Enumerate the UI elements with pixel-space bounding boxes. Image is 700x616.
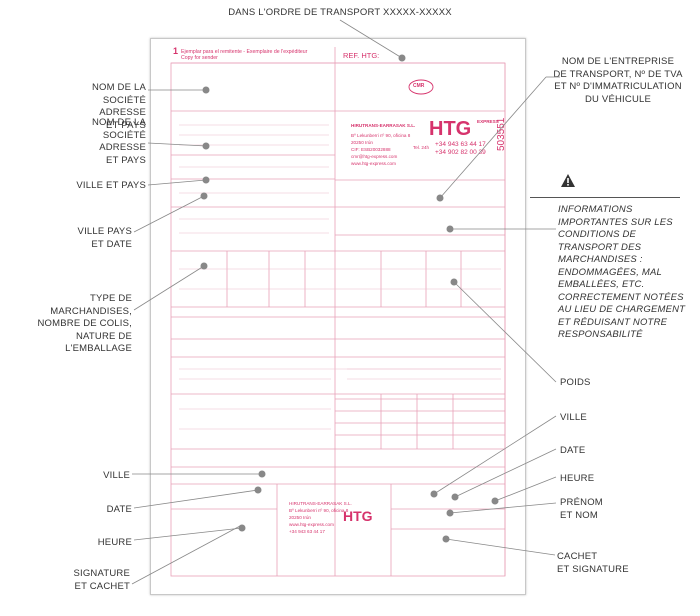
callout-city-right: VILLE — [560, 412, 587, 423]
copy-number: 1 — [173, 46, 179, 56]
warning-divider — [530, 197, 680, 198]
warning-triangle-icon — [561, 174, 575, 187]
callout-sender: NOM DE LA SOCIÉTÉ ADRESSE ET PAYS — [91, 82, 146, 131]
callout-warning: INFORMATIONS IMPORTANTES SUR LES CONDITI… — [558, 204, 686, 340]
cmr-document: 1 Ejemplar para el remitente - Exemplair… — [150, 38, 526, 595]
phone-bottom: +34 943 63 44 17 — [289, 529, 325, 534]
callout-city-country-date: VILLE PAYS ET DATE — [77, 226, 132, 250]
company-name: HIRUTRANS-EARRASAK S.L. — [351, 123, 416, 128]
callout-hour-right: HEURE — [560, 473, 595, 484]
phone-1: +34 943 63 44 17 — [435, 141, 486, 148]
callout-hour-left: HEURE — [97, 537, 132, 548]
company-address: Bº Lekunberri nº 90, oficina 8 — [351, 133, 411, 138]
company-city-bottom: 20250 Irún — [289, 515, 311, 520]
callout-stamp-right: CACHET ET SIGNATURE — [557, 551, 629, 575]
callout-signature-left: SIGNATURE ET CACHET — [73, 568, 130, 592]
callout-city-country: VILLE ET PAYS — [76, 180, 146, 191]
company-name-bottom: HIRUTRANS-EARRASAK S.L. — [289, 501, 352, 506]
serial-number: 503551 — [496, 117, 507, 151]
callout-carrier: NOM DE L'ENTREPRISE DE TRANSPORT, Nº DE … — [553, 56, 683, 105]
callout-name-right: PRÉNOM ET NOM — [560, 497, 603, 521]
callout-goods: TYPE DE MARCHANDISES, NOMBRE DE COLIS, N… — [37, 293, 132, 354]
ref-htg-field[interactable]: REF. HTG: — [343, 51, 380, 60]
callout-transport-order: DANS L'ORDRE DE TRANSPORT XXXXX-XXXXX — [228, 7, 452, 18]
htg-logo: HTG — [429, 118, 472, 140]
company-cif: CIF: ESB20032888 — [351, 147, 391, 152]
phone-2: +34 902 82 00 39 — [435, 149, 486, 156]
htg-logo-bottom: HTG — [343, 508, 373, 524]
company-address-bottom: Bº Lekunberri nº 90, oficina 8 — [289, 508, 349, 513]
callout-weight: POIDS — [560, 377, 591, 388]
callout-date-right: DATE — [560, 445, 586, 456]
cmr-badge: CMR — [413, 83, 425, 89]
company-web: www.htg-express.com — [351, 161, 396, 166]
copy-title: Ejemplar para el remitente - Exemplaire … — [181, 49, 308, 55]
callout-city-left: VILLE — [103, 470, 130, 481]
callout-consignee: NOM DE LA SOCIÉTÉ ADRESSE ET PAYS — [91, 117, 146, 166]
callout-date-left: DATE — [106, 504, 132, 515]
company-web-bottom: www.htg-express.com — [289, 522, 334, 527]
tel-label: Tel. 24h — [413, 145, 430, 150]
copy-subtitle: Copy for sender — [181, 55, 218, 61]
company-email: cmr@htg-express.com — [351, 154, 398, 159]
company-city: 20250 Irún — [351, 140, 373, 145]
